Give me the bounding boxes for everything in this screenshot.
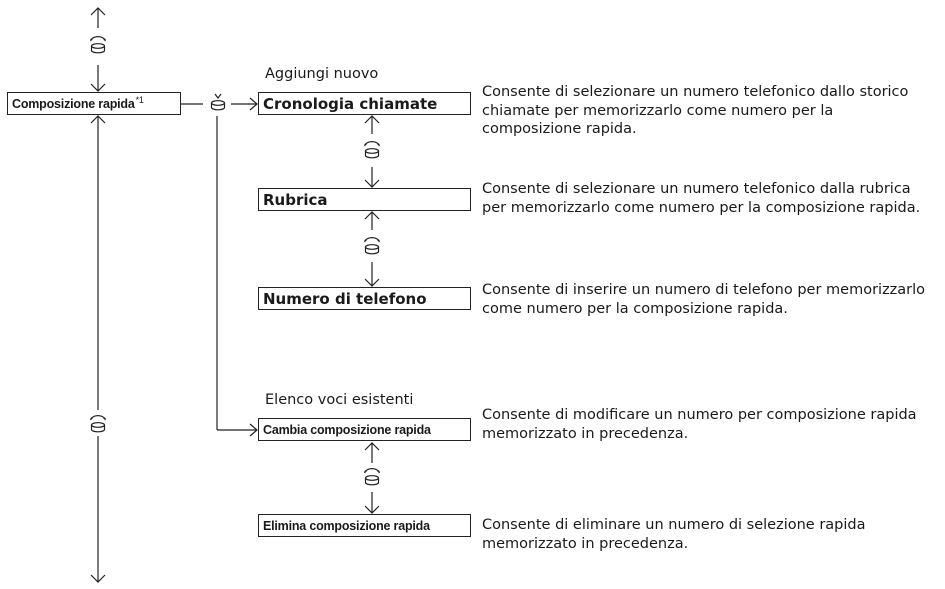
phone-number-box: Numero di telefono: [258, 287, 471, 310]
add-new-heading: Aggiungi nuovo: [265, 66, 379, 82]
call-history-box: Cronologia chiamate: [258, 92, 471, 115]
change-speed-dial-box: Cambia composizione rapida: [258, 418, 471, 441]
delete-speed-dial-label: Elimina composizione rapida: [263, 518, 430, 533]
call-history-label: Cronologia chiamate: [263, 94, 438, 113]
speed-dial-label: Composizione rapida: [12, 96, 135, 111]
rotate-knob-icon: [364, 468, 380, 486]
phonebook-description: Consente di selezionare un numero telefo…: [482, 181, 921, 216]
delete-speed-dial-box: Elimina composizione rapida: [258, 514, 471, 537]
phonebook-box: Rubrica: [258, 188, 471, 211]
press-knob-icon: [210, 93, 226, 111]
phonebook-label: Rubrica: [263, 190, 328, 209]
existing-list-heading: Elenco voci esistenti: [265, 392, 414, 408]
change-speed-dial-label: Cambia composizione rapida: [263, 422, 431, 437]
change-speed-dial-description: Consente di modificare un numero per com…: [482, 407, 917, 442]
rotate-knob-icon: [90, 415, 106, 433]
phone-number-label: Numero di telefono: [263, 289, 427, 308]
rotate-knob-icon: [364, 237, 380, 255]
footnote-marker: *1: [135, 94, 144, 105]
call-history-description: Consente di selezionare un numero telefo…: [482, 84, 909, 137]
rotate-knob-icon: [364, 141, 380, 159]
rotate-knob-icon: [90, 36, 106, 54]
delete-speed-dial-description: Consente di eliminare un numero di selez…: [482, 517, 866, 552]
phone-number-description: Consente di inserire un numero di telefo…: [482, 282, 926, 317]
speed-dial-box: Composizione rapida*1: [7, 92, 181, 115]
